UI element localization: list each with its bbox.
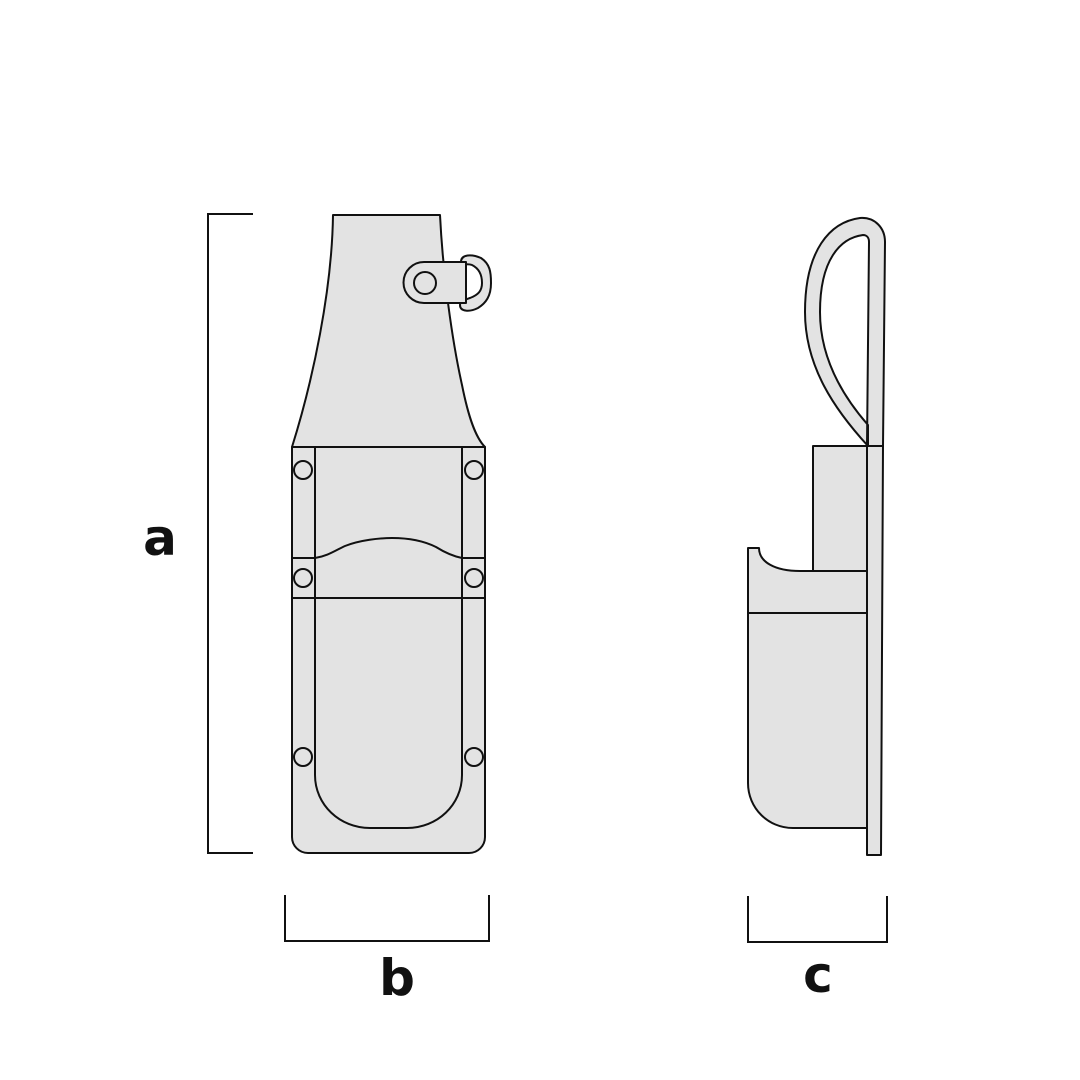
dimension-c-label: c bbox=[803, 946, 833, 1004]
front-pocket-wave-edge bbox=[314, 537, 463, 559]
dimension-b-bracket bbox=[284, 895, 490, 942]
dimension-a-bracket bbox=[207, 213, 253, 854]
front-pocket-body bbox=[291, 446, 486, 854]
front-inner-panel bbox=[314, 446, 463, 829]
strap-rivet-icon bbox=[413, 271, 437, 295]
dimension-a-label: a bbox=[143, 509, 177, 567]
dimension-c-bracket bbox=[747, 896, 888, 943]
rivet-icon bbox=[293, 747, 313, 767]
rivet-icon bbox=[293, 568, 313, 588]
d-ring-icon bbox=[459, 254, 492, 312]
side-front-pocket bbox=[747, 547, 868, 829]
front-back-flap bbox=[291, 214, 486, 448]
dimension-b-label: b bbox=[379, 949, 415, 1007]
side-inner-pocket bbox=[812, 445, 868, 572]
dimension-a: a bbox=[143, 213, 253, 854]
dimension-c: c bbox=[747, 896, 888, 1004]
rivet-icon bbox=[464, 460, 484, 480]
side-view bbox=[747, 216, 886, 856]
rivet-icon bbox=[293, 460, 313, 480]
dimension-b: b bbox=[284, 895, 490, 1007]
front-view bbox=[291, 214, 492, 854]
rivet-icon bbox=[464, 568, 484, 588]
side-back-panel bbox=[866, 445, 884, 856]
rivet-icon bbox=[464, 747, 484, 767]
side-belt-loop bbox=[804, 216, 886, 447]
